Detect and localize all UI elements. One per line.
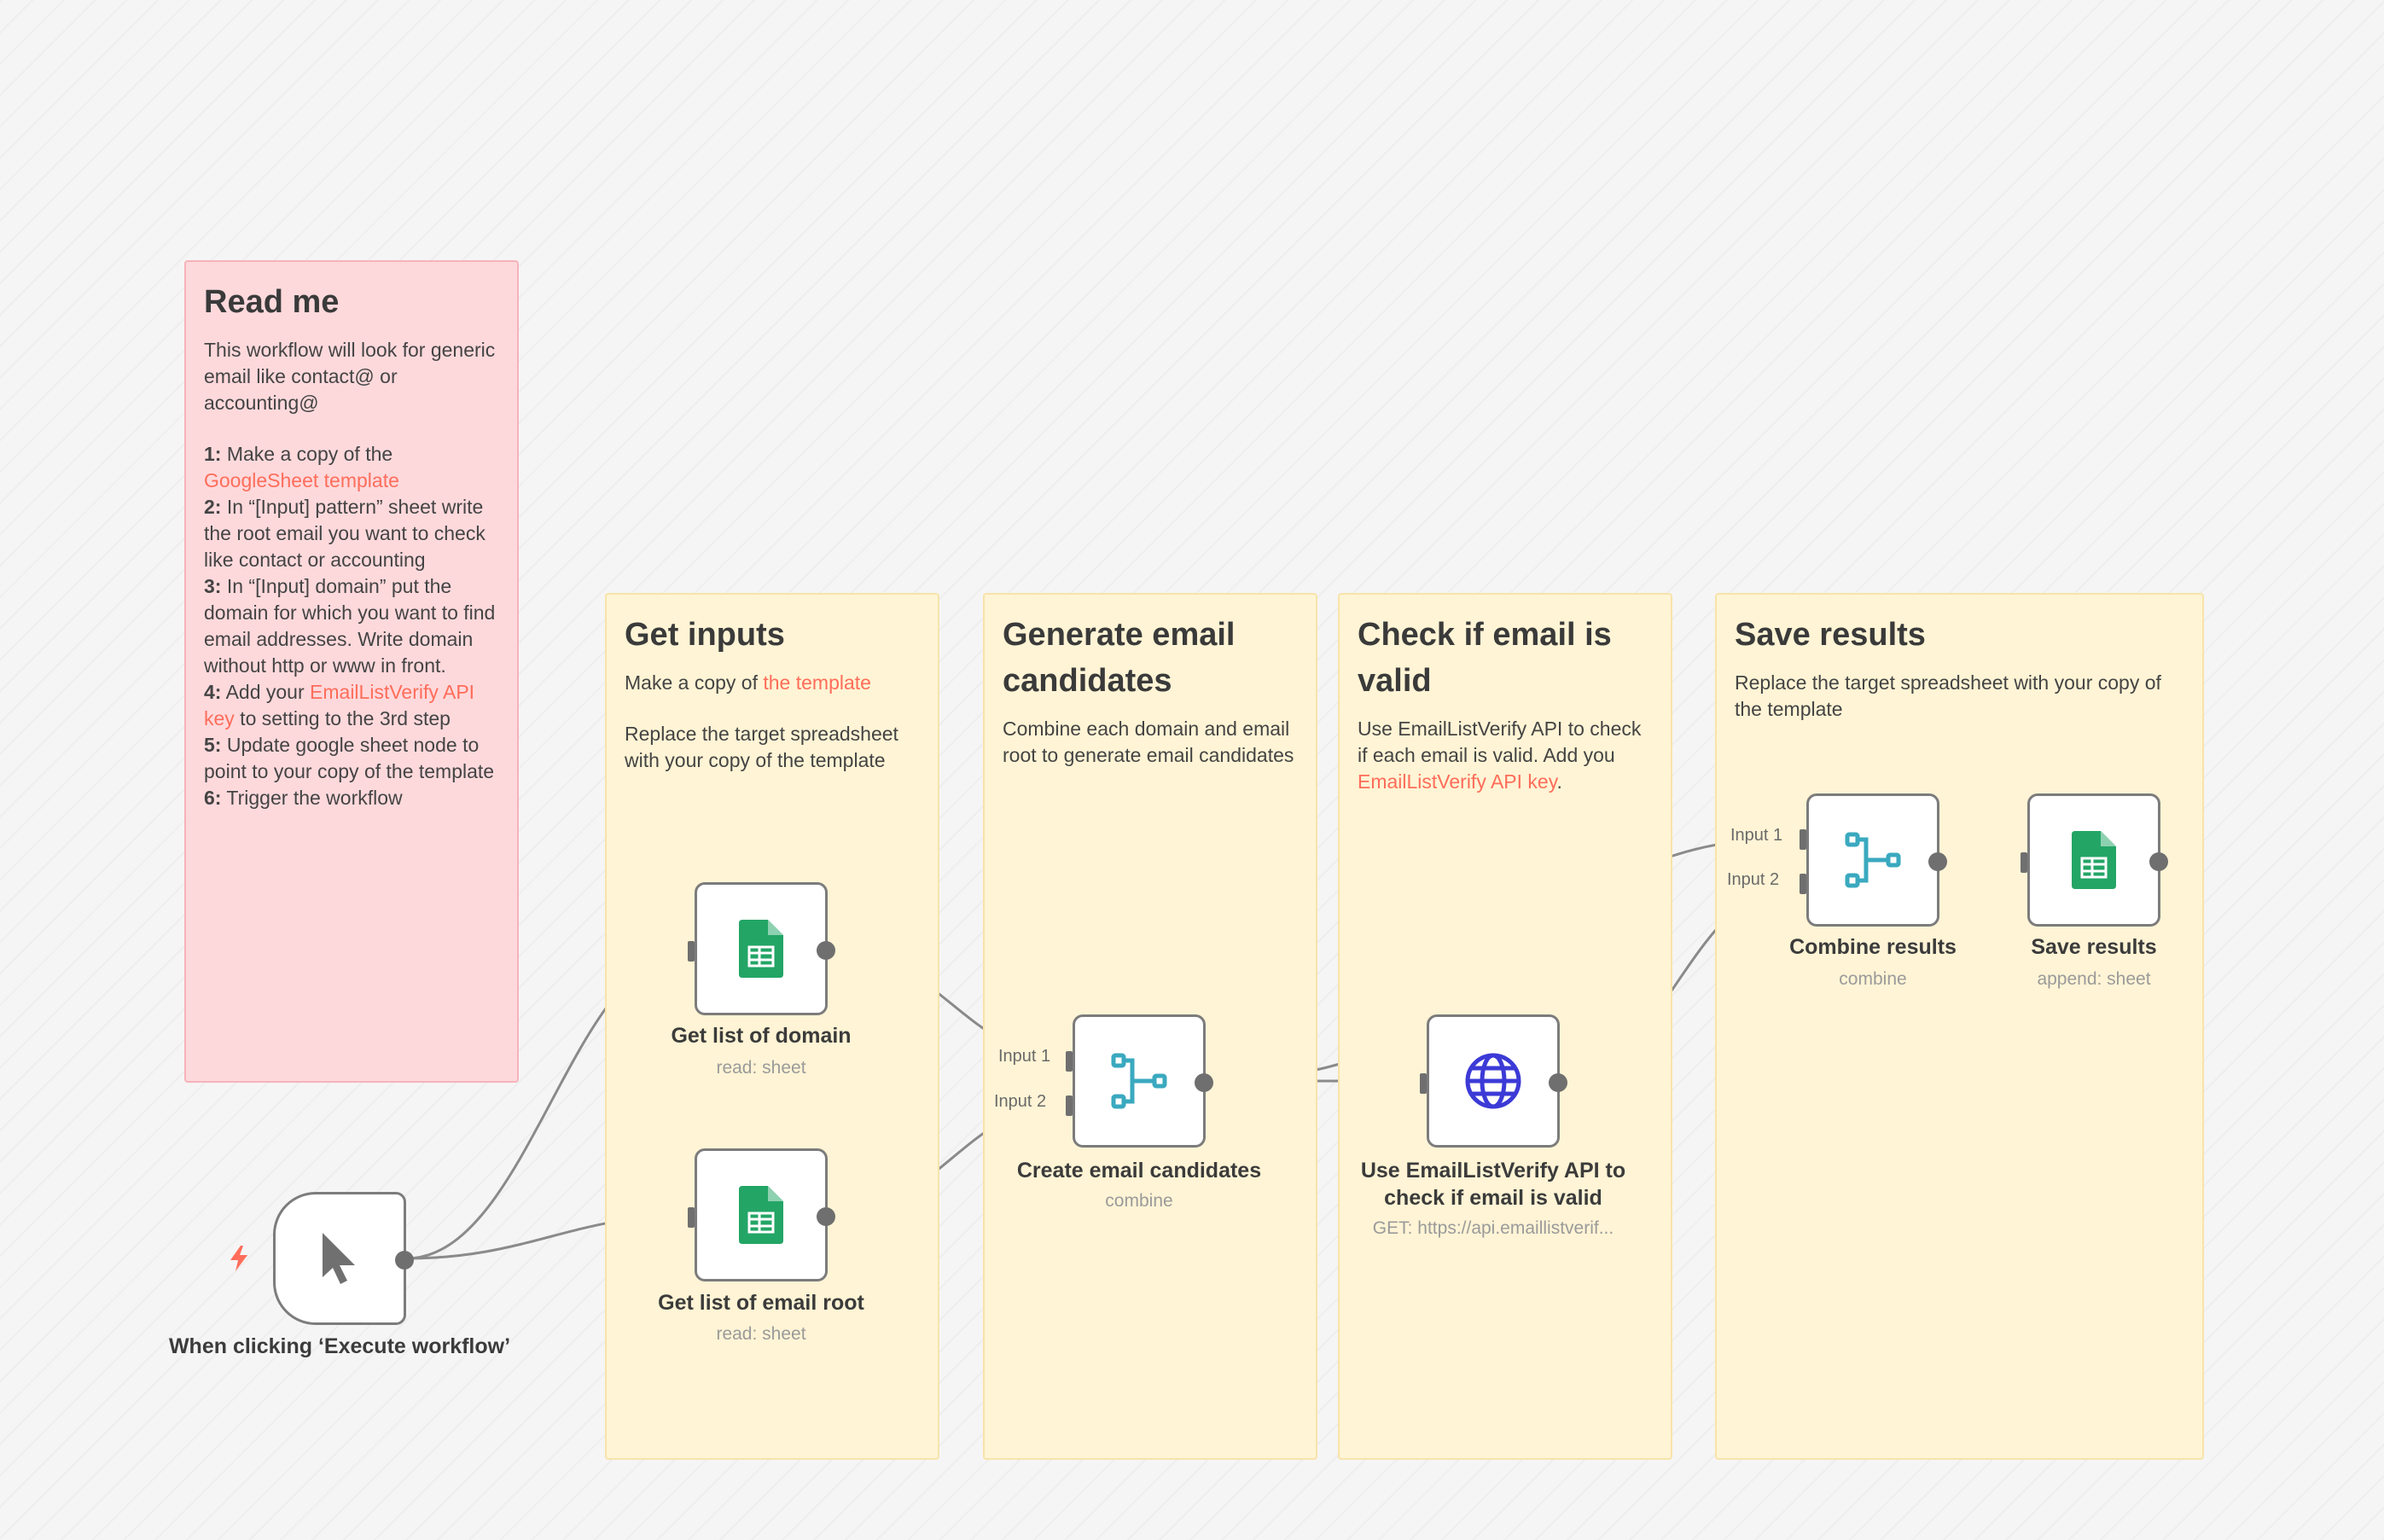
check-email-text: Use EmailListVerify API to check if each… bbox=[1358, 718, 1642, 793]
trigger-node-label: When clicking ‘Execute workflow’ bbox=[168, 1334, 511, 1358]
save-results-sticky-note[interactable]: Save results Replace the target spreadsh… bbox=[1715, 593, 2204, 1460]
emaillistverify-api-node[interactable] bbox=[1420, 1014, 1567, 1148]
google-sheets-icon bbox=[2072, 831, 2116, 889]
combine-results-subtitle: combine bbox=[1839, 969, 1907, 989]
readme-title: Read me bbox=[204, 284, 340, 320]
create-input-1-handle[interactable] bbox=[1066, 1051, 1073, 1072]
get-root-output-handle[interactable] bbox=[817, 1207, 835, 1226]
verify-output-handle[interactable] bbox=[1549, 1073, 1567, 1092]
create-output-handle[interactable] bbox=[1195, 1073, 1213, 1092]
get-domain-subtitle: read: sheet bbox=[716, 1058, 806, 1078]
template-link[interactable]: the template bbox=[763, 671, 871, 694]
create-input-2-handle[interactable] bbox=[1066, 1095, 1073, 1116]
save-results-title: Save results bbox=[1735, 617, 1926, 653]
get-root-subtitle: read: sheet bbox=[716, 1324, 806, 1344]
create-email-candidates-node[interactable] bbox=[1066, 1014, 1213, 1148]
combine-input-2-handle[interactable] bbox=[1800, 874, 1806, 894]
get-domain-input-handle[interactable] bbox=[688, 941, 695, 962]
create-candidates-label: Create email candidates bbox=[1016, 1159, 1262, 1183]
readme-sticky-note[interactable]: Read me This workflow will look for gene… bbox=[184, 260, 519, 1083]
get-domain-output-handle[interactable] bbox=[817, 941, 835, 960]
verify-subtitle: GET: https://api.emaillistverif... bbox=[1372, 1218, 1614, 1238]
get-inputs-sticky-note[interactable]: Get inputs Make a copy of the template R… bbox=[605, 593, 939, 1460]
combine-input-2-label: Input 2 bbox=[1727, 870, 1780, 889]
get-domain-label: Get list of domain bbox=[671, 1024, 852, 1048]
globe-icon bbox=[1465, 1053, 1521, 1109]
readme-step-1: 1: Make a copy of the GoogleSheet templa… bbox=[204, 443, 399, 491]
save-input-handle[interactable] bbox=[2021, 852, 2027, 873]
save-output-handle[interactable] bbox=[2149, 852, 2168, 871]
cursor-icon bbox=[323, 1233, 355, 1284]
trigger-node[interactable] bbox=[273, 1192, 414, 1325]
combine-output-handle[interactable] bbox=[1928, 852, 1947, 871]
trigger-bolt-icon bbox=[230, 1246, 247, 1271]
get-root-input-handle[interactable] bbox=[688, 1207, 695, 1228]
readme-step-2: 2: In “[Input] pattern” sheet write the … bbox=[204, 496, 486, 571]
combine-results-node[interactable] bbox=[1800, 793, 1947, 927]
generate-candidates-text: Combine each domain and email root to ge… bbox=[1003, 718, 1294, 766]
save-results-node-subtitle: append: sheet bbox=[2037, 969, 2151, 989]
generate-candidates-title: Generate email candidates bbox=[1003, 617, 1236, 699]
check-email-title: Check if email is valid bbox=[1358, 617, 1612, 699]
save-results-text: Replace the target spreadsheet with your… bbox=[1735, 671, 2161, 720]
verify-input-handle[interactable] bbox=[1420, 1073, 1427, 1094]
readme-step-6: 6: Trigger the workflow bbox=[204, 787, 403, 809]
get-inputs-title: Get inputs bbox=[625, 617, 785, 653]
save-results-node[interactable] bbox=[2021, 793, 2168, 927]
emaillistverify-api-key-link[interactable]: EmailListVerify API key bbox=[1358, 770, 1557, 793]
api-key-link[interactable]: EmailListVerify API key bbox=[204, 681, 475, 729]
get-list-of-domain-node[interactable] bbox=[688, 882, 835, 1015]
get-list-of-email-root-node[interactable] bbox=[688, 1148, 835, 1281]
readme-step-4: 4: Add your EmailListVerify API key to s… bbox=[204, 681, 475, 729]
combine-input-1-label: Input 1 bbox=[1730, 826, 1783, 845]
readme-intro: This workflow will look for generic emai… bbox=[204, 339, 496, 414]
verify-label: Use EmailListVerify API to check if emai… bbox=[1360, 1159, 1626, 1210]
readme-step-3: 3: In “[Input] domain” put the domain fo… bbox=[204, 575, 496, 677]
create-candidates-subtitle: combine bbox=[1105, 1191, 1173, 1211]
create-input-2-label: Input 2 bbox=[994, 1092, 1047, 1111]
get-root-label: Get list of email root bbox=[658, 1291, 864, 1315]
save-results-node-label: Save results bbox=[2031, 935, 2157, 959]
create-input-1-label: Input 1 bbox=[998, 1047, 1051, 1066]
get-inputs-line-1: Make a copy of the template bbox=[625, 671, 871, 694]
google-sheets-icon bbox=[739, 1186, 783, 1244]
googlesheet-template-link[interactable]: GoogleSheet template bbox=[204, 469, 399, 491]
merge-icon bbox=[1111, 1053, 1167, 1109]
google-sheets-icon bbox=[739, 920, 783, 978]
combine-input-1-handle[interactable] bbox=[1800, 829, 1806, 850]
merge-icon bbox=[1845, 832, 1901, 888]
trigger-output-handle[interactable] bbox=[395, 1251, 414, 1270]
readme-step-5: 5: Update google sheet node to point to … bbox=[204, 734, 495, 782]
get-inputs-line-2: Replace the target spreadsheet with your… bbox=[625, 723, 898, 771]
combine-results-label: Combine results bbox=[1789, 935, 1957, 959]
